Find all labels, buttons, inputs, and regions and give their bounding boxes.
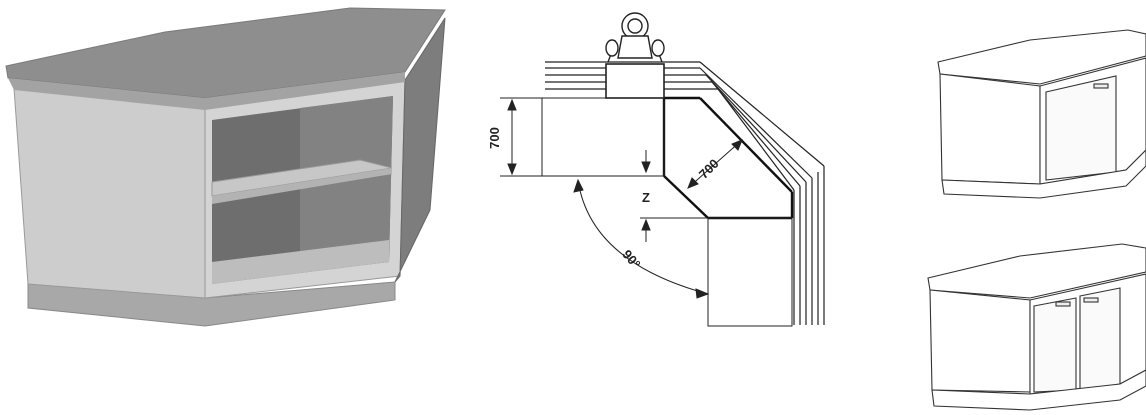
dimension-left-700: [500, 97, 542, 177]
dimension-angle-90: [573, 178, 710, 299]
cabinet-worktop-edge: [8, 72, 405, 110]
dimension-diagonal-700: [687, 139, 743, 189]
operator-icon: [605, 12, 665, 63]
variant-double-door: [927, 243, 1146, 411]
cabinet-shelf-edge: [212, 168, 392, 204]
cabinet-side: [394, 17, 446, 283]
variant-single-door: [937, 29, 1146, 199]
corner-cabinet-render: [0, 0, 460, 415]
plan-svg: 700 700 Z 90°: [487, 12, 825, 327]
variants-svg: [927, 29, 1146, 411]
corner-plan-drawing: 700 700 Z 90°: [470, 0, 850, 415]
dimension-z: [640, 150, 708, 242]
dimension-z-label: Z: [642, 190, 650, 205]
cabinet-front-left: [13, 87, 206, 299]
cabinet-variants: [900, 0, 1146, 415]
dimension-left-label: 700: [487, 127, 502, 149]
plan-operator-desk: [605, 63, 665, 99]
cabinet-bottom-panel: [212, 240, 389, 284]
corner-cabinet-3d-svg: [5, 7, 446, 327]
dimension-angle-label: 90°: [619, 247, 643, 272]
cabinet-interior-back: [300, 96, 393, 272]
